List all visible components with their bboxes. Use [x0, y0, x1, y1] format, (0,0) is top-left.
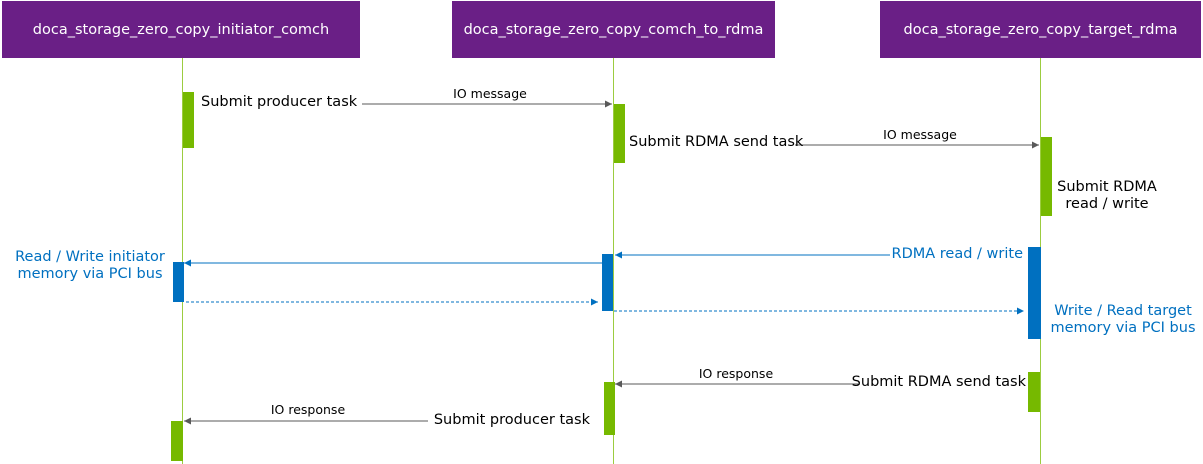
activation-comch-1: [614, 104, 625, 163]
activation-comch-rdma: [602, 254, 613, 311]
label-submit-rdma-send-task-1: Submit RDMA send task: [629, 134, 804, 150]
label-submit-rdma-rw-line2: read / write: [1065, 196, 1149, 212]
label-initiator-rw-line2: memory via PCI bus: [17, 266, 163, 282]
label-submit-rdma-send-task-2: Submit RDMA send task: [851, 374, 1026, 390]
activation-target-rdma: [1028, 247, 1041, 339]
label-rdma-read-write: RDMA read / write: [891, 246, 1024, 262]
label-target-rw-line1: Write / Read target: [1054, 303, 1192, 319]
participant-comch-to-rdma: doca_storage_zero_copy_comch_to_rdma: [452, 1, 775, 58]
lifeline-comch-to-rdma: [613, 58, 614, 464]
label-io-message-1: IO message: [453, 86, 527, 101]
label-initiator-rw-line1: Read / Write initiator: [15, 249, 165, 265]
label-io-message-2: IO message: [883, 127, 957, 142]
activation-initiator-rdma: [173, 262, 184, 302]
label-submit-rdma-rw-line1: Submit RDMA: [1057, 179, 1157, 195]
activation-initiator-2: [171, 421, 183, 461]
participant-initiator: doca_storage_zero_copy_initiator_comch: [2, 1, 360, 58]
label-submit-producer-task-2: Submit producer task: [433, 412, 590, 428]
activation-target-2: [1028, 372, 1040, 412]
label-target-rw-line2: memory via PCI bus: [1050, 320, 1196, 336]
lifeline-initiator: [182, 58, 183, 464]
label-submit-producer-task-1: Submit producer task: [201, 94, 358, 110]
participant-target: doca_storage_zero_copy_target_rdma: [880, 1, 1201, 58]
activation-comch-2: [604, 382, 615, 435]
activation-initiator-1: [183, 92, 194, 148]
label-io-response-1: IO response: [698, 366, 774, 381]
activation-target-1: [1041, 137, 1052, 216]
label-io-response-2: IO response: [270, 402, 346, 417]
